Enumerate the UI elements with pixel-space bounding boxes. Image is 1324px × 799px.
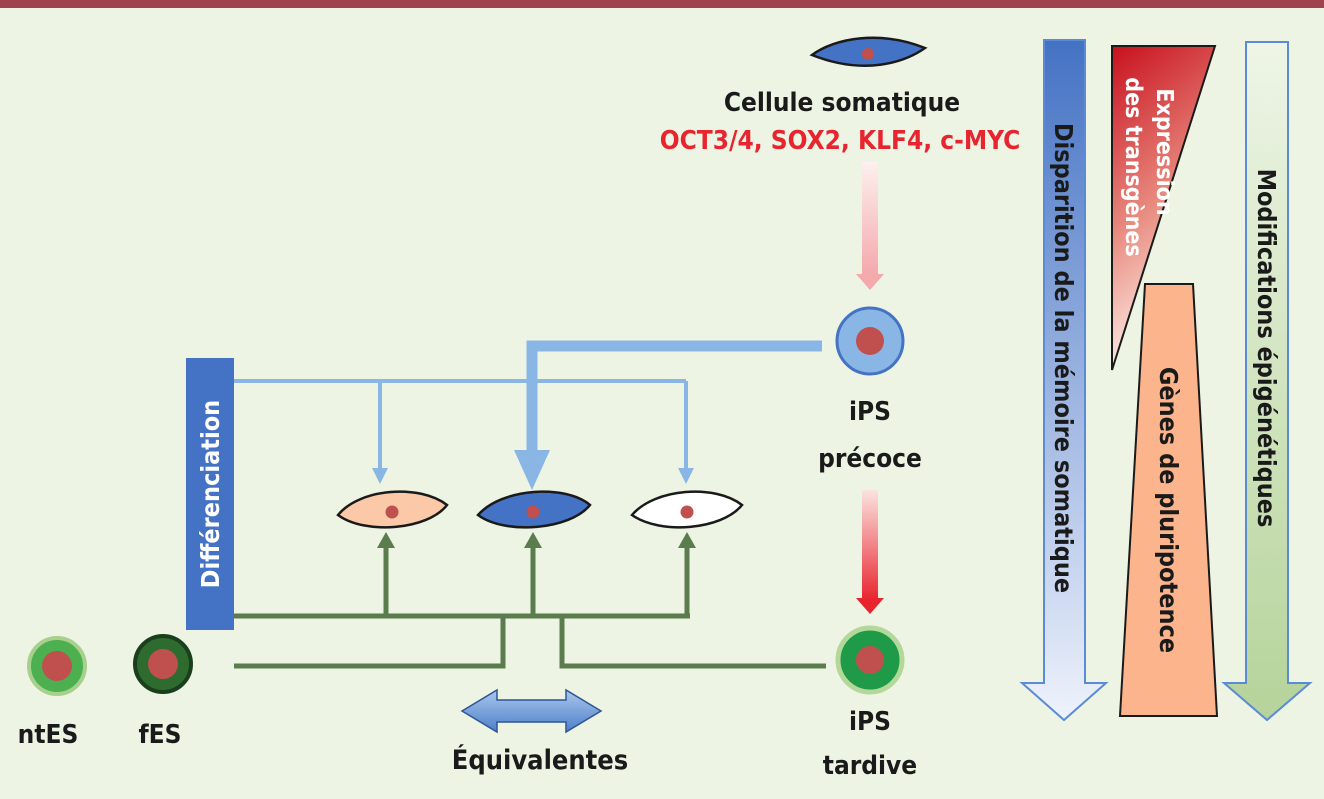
epigenetic-label: Modifications épigénétiques xyxy=(1252,169,1281,528)
ips-late-label-line2: tardive xyxy=(823,751,917,781)
reprogramming-arrow-head xyxy=(856,274,884,290)
thick-arrow-head xyxy=(514,450,550,490)
differentiated-cell-peach-nucleus xyxy=(385,505,399,519)
es-connector-left xyxy=(234,616,506,669)
somatic-memory-label: Disparition de la mémoire somatique xyxy=(1049,123,1078,593)
somatic-cell-label: Cellule somatique xyxy=(724,88,960,118)
transgene-triangle xyxy=(1111,45,1217,371)
maturation-arrow-head xyxy=(856,598,884,614)
differentiation-box xyxy=(186,358,234,630)
diff-arrow-3-head xyxy=(678,468,694,484)
transgene-label-line1: Expression xyxy=(1151,88,1177,215)
transgene-label-line2: des transgènes xyxy=(1120,77,1146,256)
fes-cell-nucleus xyxy=(148,649,178,679)
ips-early-label-line1: iPS xyxy=(849,397,891,427)
differentiated-cell-blue-nucleus xyxy=(526,505,540,519)
ntes-label: ntES xyxy=(18,720,79,750)
ips-early-label-line2: précoce xyxy=(818,444,922,474)
diff-arrow-1-head xyxy=(372,468,388,484)
pluripotency-label: Gènes de pluripotence xyxy=(1154,367,1183,653)
maturation-arrow-shaft xyxy=(862,490,878,600)
somatic-memory-arrow xyxy=(1019,39,1109,722)
fes-label: fES xyxy=(139,720,182,750)
epigenetic-arrow xyxy=(1221,41,1313,722)
differentiation-label: Différenciation xyxy=(196,400,225,588)
es-arrow-2-head xyxy=(524,532,542,548)
es-connector-right xyxy=(559,616,826,669)
ips-late-label-line1: iPS xyxy=(849,707,891,737)
es-arrow-3-head xyxy=(678,532,696,548)
equivalence-double-arrow xyxy=(460,688,603,734)
top-rule xyxy=(0,0,1324,8)
pluripotency-trapezoid xyxy=(1118,283,1219,717)
somatic-cell-nucleus xyxy=(862,48,874,60)
ips-late-nucleus xyxy=(856,646,884,674)
reprogramming-factors: OCT3/4, SOX2, KLF4, c-MYC xyxy=(660,126,1021,156)
ntes-cell-nucleus xyxy=(42,651,72,681)
es-arrow-1-head xyxy=(377,532,395,548)
ips-early-nucleus xyxy=(856,327,884,355)
equivalent-label: Équivalentes xyxy=(452,744,628,776)
reprogramming-arrow-shaft xyxy=(862,162,878,274)
differentiated-cell-white-nucleus xyxy=(680,505,694,519)
ips-early-to-somatic-thick-path xyxy=(526,340,822,452)
